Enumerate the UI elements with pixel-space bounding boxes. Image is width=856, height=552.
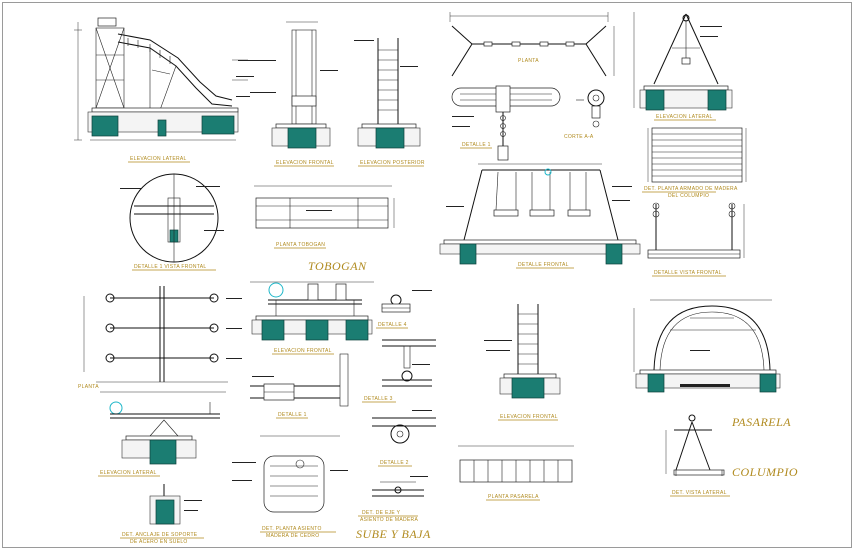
swing-side-elevation: ELEVACION LATERAL — [633, 12, 733, 121]
label-detalle-1-top: DETALLE 1 — [462, 142, 491, 148]
label-detalle-4: DETALLE 4 — [378, 322, 407, 328]
det-anclaje: DET. ANCLAJE DE SOPORTE DE ACERO EN SUEL… — [120, 484, 204, 545]
label-elevacion-frontal-sube: ELEVACION FRONTAL — [274, 348, 332, 354]
label-planta-tobogan: PLANTA TOBOGAN — [276, 242, 325, 248]
section-title-tobogan: TOBOGAN — [308, 259, 367, 273]
swing-front-detail: DETALLE FRONTAL — [439, 163, 641, 269]
det-planta-asiento: DET. PLANTA ASIENTO MADERA DE CEDRO — [232, 435, 348, 539]
seesaw-front-elevation: ELEVACION FRONTAL — [250, 281, 374, 355]
det-eje: DET. DE EJE Y ASIENTO DE MADERA — [358, 476, 428, 523]
seesaw-side-elevation: ELEVACION LATERAL — [98, 391, 226, 477]
label-planta-bottom: PLANTA — [78, 384, 99, 390]
label-elevacion-frontal: ELEVACION FRONTAL — [276, 160, 334, 166]
swing-plan: PLANTA — [449, 12, 615, 77]
label-det-vista-lateral: DET. VISTA LATERAL — [672, 490, 727, 496]
label-elevacion-posterior: ELEVACION POSTERIOR — [360, 160, 425, 166]
detalle-vista-frontal-seat: DETALLE VISTA FRONTAL — [647, 202, 745, 277]
label-det-planta-asiento-2: MADERA DE CEDRO — [266, 533, 319, 539]
slide-side-elevation: ELEVACION LATERAL — [74, 17, 254, 163]
detalle-2: DETALLE 2 — [372, 410, 436, 467]
label-elevacion-lateral-right: ELEVACION LATERAL — [656, 114, 713, 120]
label-det-planta-armado: DET. PLANTA ARMADO DE MADERA — [644, 186, 738, 192]
label-detalle-2: DETALLE 2 — [380, 460, 409, 466]
label-det-anclaje-2: DE ACERO EN SUELO — [130, 539, 188, 545]
seesaw-plan: PLANTA — [78, 286, 242, 390]
pasarela-arch — [633, 299, 781, 393]
slide-front-elevation: ELEVACION FRONTAL — [250, 21, 338, 167]
detalle-1-bottom: DETALLE 1 — [250, 353, 349, 419]
label-det-anclaje: DET. ANCLAJE DE SOPORTE — [122, 532, 198, 538]
columpio-side-view: DET. VISTA LATERAL — [665, 414, 730, 497]
section-title-columpio: COLUMPIO — [732, 465, 798, 479]
detalle-3: DETALLE 3 — [362, 339, 436, 403]
label-detalle-3: DETALLE 3 — [364, 396, 393, 402]
pasarela-elevation: ELEVACION FRONTAL — [484, 304, 561, 421]
label-det-eje: DET. DE EJE Y — [362, 510, 401, 516]
corte-a-a: CORTE A-A — [564, 89, 605, 140]
planta-pasarela: PLANTA PASARELA — [458, 445, 574, 501]
detalle-4: DETALLE 4 — [376, 290, 432, 329]
label-corte-a-a: CORTE A-A — [564, 134, 594, 140]
slide-back-elevation: ELEVACION POSTERIOR — [354, 38, 425, 167]
planta-tobogan: PLANTA TOBOGAN — [254, 185, 395, 249]
label-elevacion-frontal-ladder: ELEVACION FRONTAL — [500, 414, 558, 420]
section-title-sube-y-baja: SUBE Y BAJA — [356, 527, 431, 541]
label-detalle-vista-frontal-r: DETALLE VISTA FRONTAL — [654, 270, 722, 276]
label-del-columpio: DEL COLUMPIO — [668, 193, 709, 199]
label-detalle-1-bottom: DETALLE 1 — [278, 412, 307, 418]
label-elevacion-lateral-bottom: ELEVACION LATERAL — [100, 470, 157, 476]
detalle-1-top: DETALLE 1 — [451, 85, 561, 161]
detalle-1-vista-frontal: DETALLE 1 VISTA FRONTAL — [120, 173, 224, 271]
label-det-eje-2: ASIENTO DE MADERA — [360, 517, 418, 523]
label-det-planta-asiento: DET. PLANTA ASIENTO — [262, 526, 322, 532]
label-detalle-frontal: DETALLE FRONTAL — [518, 262, 569, 268]
label-detalle-vista-frontal-l: DETALLE 1 VISTA FRONTAL — [134, 264, 206, 270]
section-title-pasarela: PASARELA — [731, 415, 791, 429]
det-planta-armado-madera: DET. PLANTA ARMADO DE MADERA DEL COLUMPI… — [642, 127, 747, 199]
label-planta-top: PLANTA — [518, 58, 539, 64]
label-planta-pasarela: PLANTA PASARELA — [488, 494, 539, 500]
label-elevacion-lateral-top: ELEVACION LATERAL — [130, 156, 187, 162]
